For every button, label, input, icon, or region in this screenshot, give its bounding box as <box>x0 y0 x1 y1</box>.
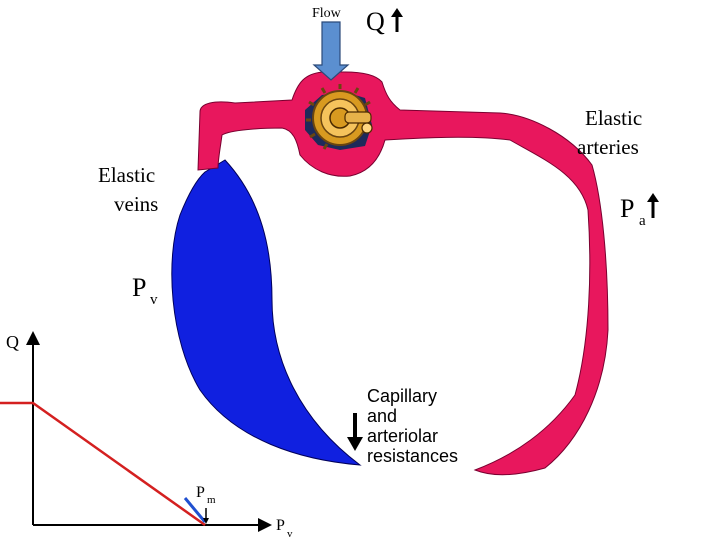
svg-text:arteriolar: arteriolar <box>367 426 438 446</box>
svg-text:Elastic: Elastic <box>585 106 642 130</box>
svg-text:P: P <box>196 484 205 501</box>
vessel-circuit <box>171 71 609 476</box>
svg-text:arteries: arteries <box>577 135 639 159</box>
svg-text:v: v <box>150 292 158 308</box>
elastic-veins-shape <box>171 159 362 466</box>
svg-text:a: a <box>639 213 646 229</box>
down-arrow-icon <box>347 413 363 451</box>
pump-gear-icon <box>305 84 373 150</box>
svg-text:and: and <box>367 406 397 426</box>
svg-text:Elastic: Elastic <box>98 163 155 187</box>
elastic-veins-label: Elastic veins <box>98 163 158 216</box>
resistance-label: Capillary and arteriolar resistances <box>367 386 458 466</box>
pm-label: P m <box>196 484 216 506</box>
pv-label: P v <box>132 273 158 308</box>
up-arrow-icon <box>391 8 403 32</box>
elastic-arteries-shape <box>197 71 609 476</box>
svg-text:v: v <box>287 528 293 540</box>
graph-x-axis-label: P v <box>276 517 293 540</box>
svg-text:P: P <box>620 194 634 223</box>
venous-return-curve <box>0 401 206 527</box>
flow-label: Flow <box>312 6 342 21</box>
svg-text:m: m <box>207 494 216 506</box>
svg-text:P: P <box>132 273 146 302</box>
svg-text:Capillary: Capillary <box>367 386 437 406</box>
pa-label: P a <box>620 194 646 229</box>
graph-y-axis-label: Q <box>6 332 19 352</box>
svg-text:resistances: resistances <box>367 446 458 466</box>
svg-text:veins: veins <box>114 192 158 216</box>
q-top-label: Q <box>366 7 385 36</box>
up-arrow-icon <box>647 193 659 218</box>
elastic-arteries-label: Elastic arteries <box>577 106 642 159</box>
svg-text:P: P <box>276 517 285 534</box>
pm-pointer-line <box>183 497 207 523</box>
flow-arrow-icon <box>312 21 350 81</box>
venous-return-graph: Q P m P v <box>0 331 293 540</box>
